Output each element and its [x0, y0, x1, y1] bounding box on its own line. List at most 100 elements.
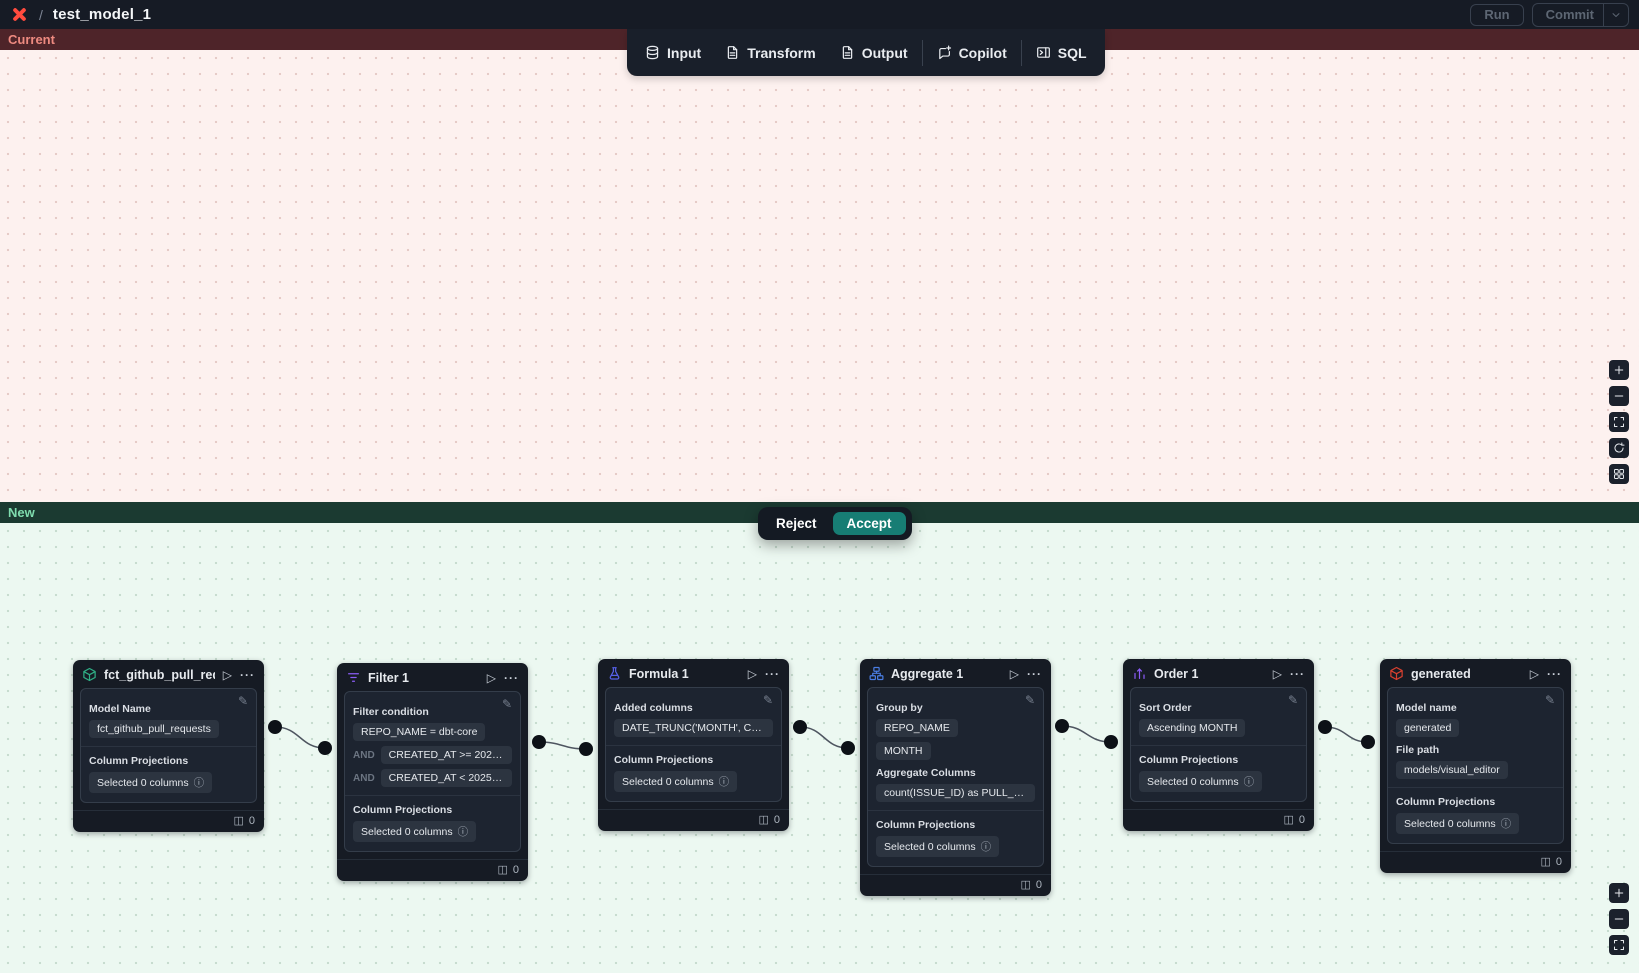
node-title: Formula 1: [629, 667, 740, 681]
node-card[interactable]: Formula 1▷···✎Added columnsDATE_TRUNC('M…: [598, 659, 789, 831]
pencil-icon[interactable]: ✎: [1025, 694, 1035, 706]
run-button[interactable]: Run: [1470, 4, 1523, 26]
ellipsis-icon[interactable]: ···: [240, 669, 255, 681]
value-pill[interactable]: Selected 0 columnsⓘ: [89, 772, 212, 793]
canvas-current[interactable]: [0, 50, 1639, 502]
info-icon[interactable]: ⓘ: [1501, 816, 1512, 831]
toolbar-item-output[interactable]: Output: [828, 37, 920, 69]
value-pill[interactable]: Selected 0 columnsⓘ: [1139, 771, 1262, 792]
value-pill[interactable]: fct_github_pull_requests: [89, 720, 219, 738]
node-header[interactable]: Formula 1 ▷ ···: [598, 659, 789, 687]
ellipsis-icon[interactable]: ···: [765, 668, 780, 680]
play-icon[interactable]: ▷: [1529, 668, 1540, 680]
database-icon: [645, 45, 660, 60]
value-pill[interactable]: Ascending MONTH: [1139, 719, 1245, 737]
info-icon[interactable]: ⓘ: [1244, 774, 1255, 789]
sitemap-icon: [869, 666, 884, 681]
node-card[interactable]: fct_github_pull_requests▷···✎Model Namef…: [73, 660, 264, 832]
section-divider: [81, 746, 256, 747]
chevron-down-icon: [1610, 9, 1622, 21]
pencil-icon[interactable]: ✎: [1288, 694, 1298, 706]
layout-grid-button[interactable]: [1609, 464, 1629, 484]
pill-text: Selected 0 columns: [1404, 818, 1496, 830]
sort-icon: [1132, 666, 1147, 681]
node-card[interactable]: Aggregate 1▷···✎Group byREPO_NAMEMONTHAg…: [860, 659, 1051, 896]
reject-button[interactable]: Reject: [764, 512, 829, 535]
play-icon[interactable]: ▷: [486, 672, 497, 684]
pill-row: generated: [1396, 719, 1555, 737]
commit-split-button[interactable]: Commit: [1532, 3, 1629, 27]
info-icon[interactable]: ⓘ: [719, 774, 730, 789]
commit-button-label[interactable]: Commit: [1533, 7, 1603, 22]
ellipsis-icon[interactable]: ···: [504, 672, 519, 684]
node-card[interactable]: Filter 1▷···✎Filter conditionREPO_NAME =…: [337, 663, 528, 881]
info-icon[interactable]: ⓘ: [981, 839, 992, 854]
current-pane-label-text: Current: [8, 32, 55, 47]
topbar-actions: Run Commit: [1470, 3, 1629, 27]
pill-row: Selected 0 columnsⓘ: [1139, 771, 1298, 792]
node-header[interactable]: Filter 1▷···: [337, 663, 528, 691]
node-header[interactable]: fct_github_pull_requests▷···: [73, 660, 264, 688]
node-row-count: 0: [1036, 879, 1042, 891]
zoom-in-button[interactable]: [1609, 360, 1629, 380]
columns-icon: ◫: [497, 865, 507, 876]
value-pill[interactable]: MONTH: [876, 742, 931, 760]
toolbar-item-sql[interactable]: SQL: [1024, 37, 1099, 69]
accept-button[interactable]: Accept: [833, 512, 906, 535]
commit-menu-button[interactable]: [1604, 4, 1628, 26]
node-row-count: 0: [774, 814, 780, 826]
play-icon[interactable]: ▷: [1009, 668, 1020, 680]
value-pill[interactable]: REPO_NAME: [876, 719, 958, 737]
file-icon: [725, 45, 740, 60]
play-icon[interactable]: ▷: [222, 669, 233, 681]
play-icon[interactable]: ▷: [747, 668, 758, 680]
toolbar-item-input[interactable]: Input: [633, 37, 713, 69]
ellipsis-icon[interactable]: ···: [1547, 668, 1562, 680]
zoom-out-button[interactable]: [1609, 386, 1629, 406]
value-pill[interactable]: count(ISSUE_ID) as PULL_REQUEST_…: [876, 784, 1035, 802]
section-divider: [1131, 745, 1306, 746]
flask-icon: [607, 666, 622, 681]
dbt-logo-icon[interactable]: [10, 5, 29, 24]
node-header[interactable]: Aggregate 1▷···: [860, 659, 1051, 687]
node-header[interactable]: Order 1▷···: [1123, 659, 1314, 687]
value-pill[interactable]: CREATED_AT < 2025-03-01: [381, 769, 512, 787]
pill-text: CREATED_AT >= 2024-12-01: [389, 749, 504, 761]
columns-icon: ◫: [233, 816, 243, 827]
node-card[interactable]: generated▷···✎Model namegeneratedFile pa…: [1380, 659, 1571, 873]
toolbar-item-transform[interactable]: Transform: [713, 37, 827, 69]
ellipsis-icon[interactable]: ···: [1290, 668, 1305, 680]
play-icon[interactable]: ▷: [1272, 668, 1283, 680]
value-pill[interactable]: Selected 0 columns ⓘ: [1396, 813, 1519, 834]
info-icon[interactable]: ⓘ: [458, 824, 469, 839]
ellipsis-icon[interactable]: ···: [1027, 668, 1042, 680]
value-pill[interactable]: REPO_NAME = dbt-core: [353, 723, 485, 741]
pill-text: Ascending MONTH: [1147, 722, 1237, 734]
value-pill[interactable]: Selected 0 columnsⓘ: [614, 771, 737, 792]
fit-view-button[interactable]: [1609, 935, 1629, 955]
fit-view-icon: [1613, 416, 1625, 428]
value-pill[interactable]: Selected 0 columnsⓘ: [353, 821, 476, 842]
info-icon[interactable]: ⓘ: [194, 775, 205, 790]
node-header[interactable]: generated ▷ ···: [1380, 659, 1571, 687]
zoom-out-button[interactable]: [1609, 909, 1629, 929]
pencil-icon[interactable]: ✎: [502, 698, 512, 710]
zoom-in-button[interactable]: [1609, 883, 1629, 903]
value-pill[interactable]: generated: [1396, 719, 1459, 737]
columns-icon: ◫: [758, 815, 768, 826]
pencil-icon[interactable]: ✎: [763, 694, 773, 706]
pencil-icon[interactable]: ✎: [1545, 694, 1555, 706]
value-pill[interactable]: models/visual_editor: [1396, 761, 1508, 779]
value-pill[interactable]: CREATED_AT >= 2024-12-01: [381, 746, 512, 764]
pencil-icon[interactable]: ✎: [238, 695, 248, 707]
node-row-count: 0: [249, 815, 255, 827]
node-title: generated: [1411, 667, 1522, 681]
value-pill[interactable]: DATE_TRUNC('MONTH', CREATED_AT…: [614, 719, 773, 737]
toolbar-item-copilot[interactable]: Copilot: [925, 37, 1019, 69]
node-card[interactable]: Order 1▷···✎Sort OrderAscending MONTHCol…: [1123, 659, 1314, 831]
refresh-button[interactable]: [1609, 438, 1629, 458]
fit-view-button[interactable]: [1609, 412, 1629, 432]
columns-icon: ◫: [1020, 880, 1030, 891]
value-pill[interactable]: Selected 0 columnsⓘ: [876, 836, 999, 857]
